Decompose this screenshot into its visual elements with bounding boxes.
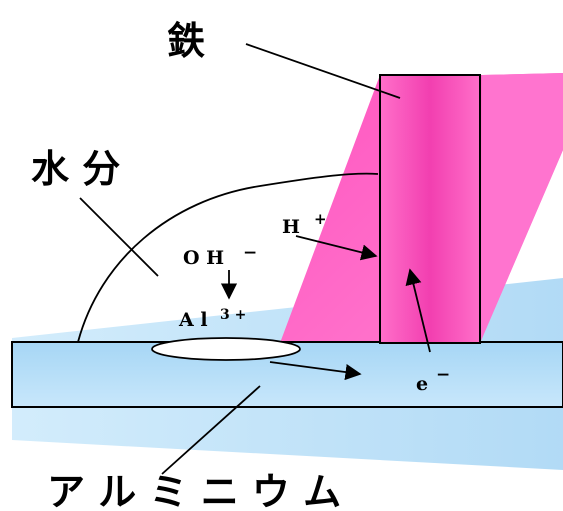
corrosion-pit <box>152 338 300 360</box>
iron-bar <box>380 75 480 343</box>
hydroxide-charge: − <box>243 243 257 263</box>
aluminum-ion-charge: 3 + <box>220 307 246 323</box>
aluminum-label: ア ル ミ ニ ウ ム <box>47 470 341 511</box>
hydroxide-label: O H <box>183 247 224 269</box>
electron-label: e <box>416 373 428 395</box>
water-label: 水 分 <box>31 147 120 191</box>
electron-charge: − <box>436 365 450 385</box>
hydrogen-ion-label: H <box>282 216 300 238</box>
hydrogen-ion-charge: + <box>314 210 327 228</box>
aluminum-ion-label: A l <box>178 309 208 331</box>
iron-leader-line <box>246 44 400 98</box>
iron-label: 鉄 <box>167 19 205 63</box>
